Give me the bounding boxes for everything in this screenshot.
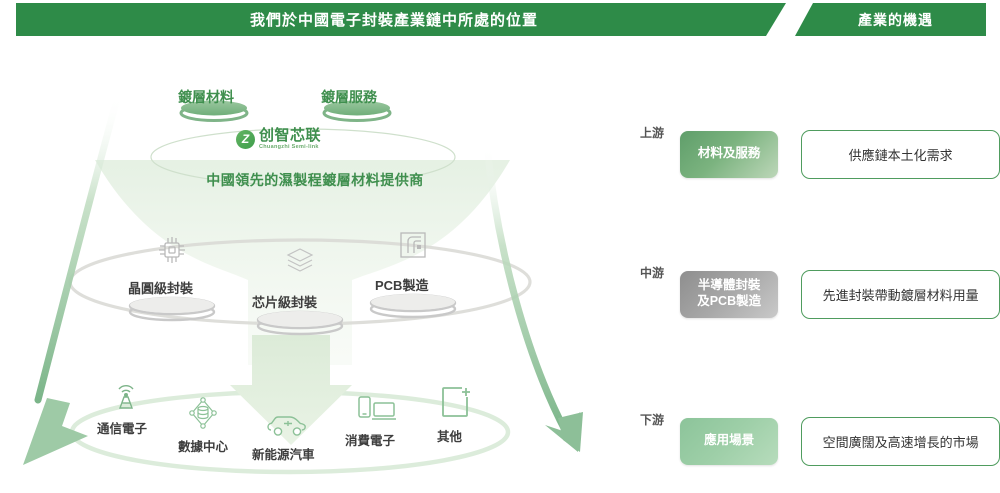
header-side-title: 產業的機遇	[858, 11, 933, 28]
phone-laptop-icon	[357, 395, 399, 434]
segment-badge-upstream-line1: 材料及服務	[697, 146, 761, 161]
opportunity-box-upstream[interactable]: 供應鏈本土化需求	[801, 129, 1000, 179]
segment-badge-midstream[interactable]: 半導體封裝 及PCB製造	[680, 270, 779, 318]
stage-label-midstream: 中游	[640, 266, 665, 280]
page-title: 我們於中國電子封裝產業鏈中所處的位置	[249, 12, 538, 29]
segment-badge-upstream[interactable]: 材料及服務	[680, 130, 779, 178]
company-tagline: 中國領先的濕製程鍍層材料提供商	[206, 172, 424, 188]
segment-badge-midstream-line2: 及PCB製造	[697, 294, 762, 308]
pcb-spiral-icon	[398, 230, 428, 265]
opportunity-box-midstream[interactable]: 先進封裝帶動鍍層材料用量	[801, 269, 1000, 319]
header-side-banner: 產業的機遇	[795, 3, 986, 36]
bottom-node-label-consumer-electronics: 消費電子	[345, 434, 396, 448]
header-main-banner: 我們於中國電子封裝產業鏈中所處的位置	[16, 3, 786, 36]
middle-node-label-wafer-level-packaging: 晶圓級封裝	[128, 281, 194, 296]
middle-node-label-chip-level-packaging: 芯片級封裝	[252, 295, 318, 310]
bottom-node-label-new-energy-vehicle: 新能源汽車	[252, 448, 315, 462]
chain-row-downstream: 下游 應用場景 空間廣闊及高速增長的市場	[620, 413, 1000, 467]
top-node-label-plating-services: 鍍層服務	[321, 89, 377, 105]
opportunity-box-downstream[interactable]: 空間廣闊及高速增長的市場	[801, 416, 1000, 466]
antenna-tower-icon	[111, 378, 141, 415]
stage-label-upstream: 上游	[640, 126, 665, 140]
company-name-en: Chuangzhi Semi-link	[259, 144, 319, 150]
segment-badge-midstream-line1: 半導體封裝	[697, 278, 761, 293]
bottom-node-label-others: 其他	[437, 430, 463, 444]
electric-car-icon	[267, 412, 309, 445]
diagram-background-art	[23, 91, 620, 475]
bottom-node-label-data-center: 數據中心	[178, 440, 229, 454]
plus-bracket-icon	[440, 385, 472, 424]
chain-row-midstream: 中游 半導體封裝 及PCB製造 先進封裝帶動鍍層材料用量	[620, 266, 1000, 320]
company-logo: 创智芯联 Chuangzhi Semi-link	[236, 128, 321, 151]
company-name-cn: 创智芯联	[259, 127, 322, 144]
bottom-node-label-communication-electronics: 通信電子	[97, 422, 148, 436]
segment-badge-downstream[interactable]: 應用場景	[680, 417, 779, 465]
segment-badge-downstream-line1: 應用場景	[704, 433, 755, 448]
stage-label-downstream: 下游	[640, 413, 665, 427]
database-network-icon	[187, 397, 219, 434]
middle-node-label-pcb-manufacturing: PCB製造	[375, 278, 429, 293]
layers-icon	[285, 245, 315, 280]
chain-stage-column: 上游 材料及服務 供應鏈本土化需求 中游 半導體封裝 及PCB製造 先進封裝帶動…	[620, 40, 1000, 493]
z-circle-logo-icon	[236, 129, 255, 149]
chip-icon	[155, 233, 189, 272]
top-node-label-plating-materials: 鍍層材料	[178, 89, 234, 105]
value-chain-diagram: 鍍層材料 鍍層服務 创智芯联 Chuangzhi Semi-link 中國領先的…	[0, 40, 620, 493]
chain-row-upstream: 上游 材料及服務 供應鏈本土化需求	[620, 126, 1000, 180]
header-bar: 我們於中國電子封裝產業鏈中所處的位置 產業的機遇	[0, 3, 1000, 36]
